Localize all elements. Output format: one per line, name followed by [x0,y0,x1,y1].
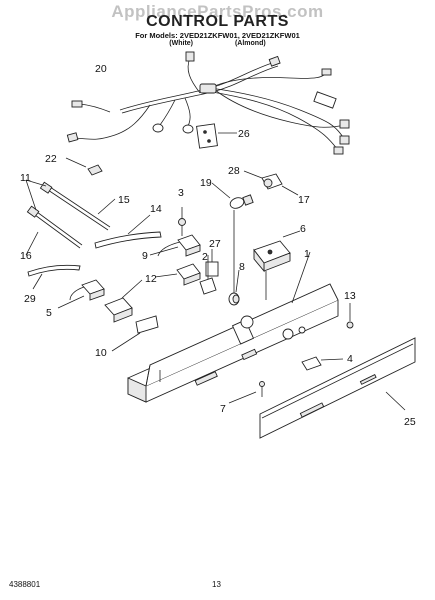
callout-16: 16 [20,250,32,262]
callout-15: 15 [118,194,130,206]
bulb-socket-part[interactable] [243,170,299,196]
callout-7: 7 [220,403,226,415]
callout-27: 27 [209,238,221,250]
callout-17: 17 [298,194,310,206]
control-thermostat-part[interactable] [253,230,301,300]
wiring-harness-part[interactable] [66,51,350,155]
callout-9: 9 [142,250,148,262]
variant-white: (White) [169,40,194,47]
label-part-27[interactable] [205,249,219,277]
switch-part-5[interactable] [57,279,105,309]
callout-28: 28 [228,165,240,177]
variant-almond: (Almond) [234,40,266,47]
light-bulb-part[interactable] [211,182,254,300]
callout-26: 26 [238,128,250,140]
callout-10: 10 [95,347,107,359]
model-numbers: For Models: 2VED21ZKFW01, 2VED21ZKFW01 [135,31,300,40]
callout-5: 5 [46,307,52,319]
callout-8: 8 [239,261,245,273]
callout-20: 20 [95,63,107,75]
trim-strip-part[interactable] [259,337,416,439]
callout-13: 13 [344,290,356,302]
diagram-title: CONTROL PARTS [146,13,289,30]
callout-25: 25 [404,416,416,428]
callout-29: 29 [24,293,36,305]
tube-part-29[interactable] [27,264,81,290]
callout-12: 12 [145,273,157,285]
callout-labels: 20 26 22 11 15 3 14 19 28 17 6 27 1 16 9… [20,63,416,428]
callout-11: 11 [20,172,31,184]
switch-part-9[interactable] [149,234,201,257]
wire-clip-part[interactable] [65,157,103,176]
color-variants: (White) (Almond) [0,40,435,47]
page-number: 13 [212,580,221,589]
site-watermark: AppliancePartsPros.com [111,2,324,21]
screw-part-3[interactable] [178,207,186,236]
sensor-tube-part[interactable] [25,179,116,256]
label-part-10[interactable] [111,315,159,352]
callout-4: 4 [347,353,353,365]
control-housing-part[interactable] [127,251,339,403]
callout-6: 6 [300,223,306,235]
callout-2: 2 [202,251,208,263]
knob-part-8[interactable] [228,269,240,306]
insulation-tube-part[interactable] [94,214,162,249]
terminal-block-part[interactable] [196,123,237,149]
callout-1: 1 [304,248,310,260]
switch-part-12[interactable] [104,263,201,323]
callout-3: 3 [178,187,184,199]
callout-22: 22 [45,153,57,165]
callout-19: 19 [200,177,212,189]
screw-part-7[interactable] [228,381,265,404]
screw-part-13[interactable] [346,303,354,329]
part-number: 4388801 [9,580,41,589]
callout-14: 14 [150,203,162,215]
part-2-bracket[interactable] [199,255,217,295]
clip-part-4[interactable] [301,356,344,371]
